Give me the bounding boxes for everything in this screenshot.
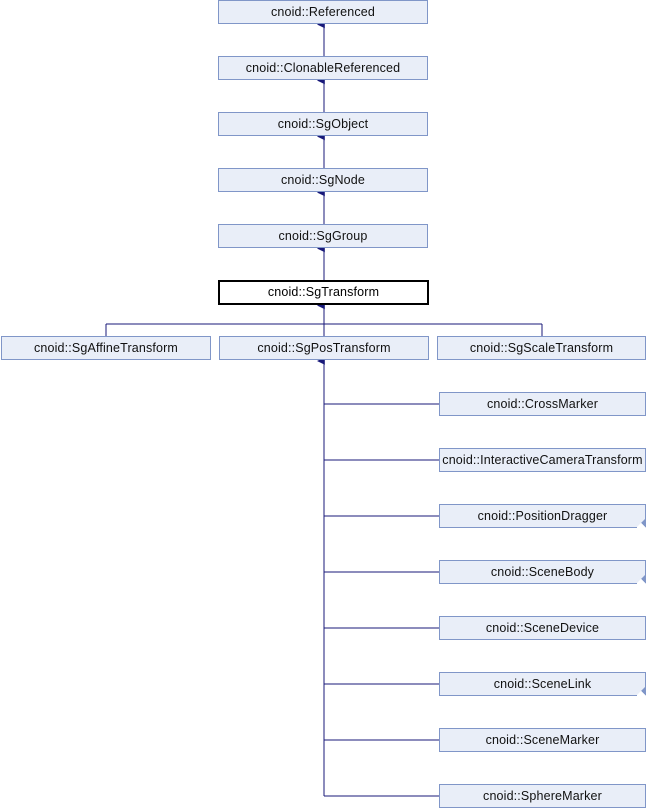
class-node-sgpostransform[interactable]: cnoid::SgPosTransform (219, 336, 429, 360)
class-node-spheremarker[interactable]: cnoid::SphereMarker (439, 784, 646, 808)
class-node-label: cnoid::ClonableReferenced (245, 60, 401, 75)
class-node-label: cnoid::SgPosTransform (257, 340, 391, 355)
class-node-label: cnoid::SgAffineTransform (34, 340, 178, 355)
class-node-label: cnoid::InteractiveCameraTransform (442, 452, 643, 467)
class-node-referenced[interactable]: cnoid::Referenced (218, 0, 428, 24)
class-node-interactivecameratransform[interactable]: cnoid::InteractiveCameraTransform (439, 448, 646, 472)
class-node-sgobject[interactable]: cnoid::SgObject (218, 112, 428, 136)
class-node-label: cnoid::SceneMarker (485, 732, 600, 747)
class-node-label: cnoid::SphereMarker (483, 788, 602, 803)
class-node-label: cnoid::SgGroup (278, 228, 368, 243)
class-node-sgnode[interactable]: cnoid::SgNode (218, 168, 428, 192)
class-node-label: cnoid::PositionDragger (477, 508, 608, 523)
class-node-sgaffinetransform[interactable]: cnoid::SgAffineTransform (1, 336, 211, 360)
class-node-label: cnoid::SgNode (281, 172, 365, 187)
class-node-sgscaletransform[interactable]: cnoid::SgScaleTransform (437, 336, 646, 360)
class-node-label: cnoid::SceneLink (493, 676, 592, 691)
class-node-label: cnoid::SceneBody (490, 564, 595, 579)
class-node-label: cnoid::SceneDevice (485, 620, 600, 635)
class-node-label: cnoid::SgObject (277, 116, 369, 131)
class-node-sgtransform[interactable]: cnoid::SgTransform (218, 280, 429, 305)
class-node-crossmarker[interactable]: cnoid::CrossMarker (439, 392, 646, 416)
class-node-positiondragger[interactable]: cnoid::PositionDragger (439, 504, 646, 528)
class-node-label: cnoid::CrossMarker (486, 396, 599, 411)
class-node-scenebody[interactable]: cnoid::SceneBody (439, 560, 646, 584)
class-node-label: cnoid::Referenced (270, 4, 375, 19)
class-node-scenedevice[interactable]: cnoid::SceneDevice (439, 616, 646, 640)
class-node-scenemarker[interactable]: cnoid::SceneMarker (439, 728, 646, 752)
class-node-scenelink[interactable]: cnoid::SceneLink (439, 672, 646, 696)
class-node-sggroup[interactable]: cnoid::SgGroup (218, 224, 428, 248)
class-node-label: cnoid::SgTransform (267, 285, 380, 300)
class-node-clonablereferenced[interactable]: cnoid::ClonableReferenced (218, 56, 428, 80)
class-node-label: cnoid::SgScaleTransform (469, 340, 614, 355)
